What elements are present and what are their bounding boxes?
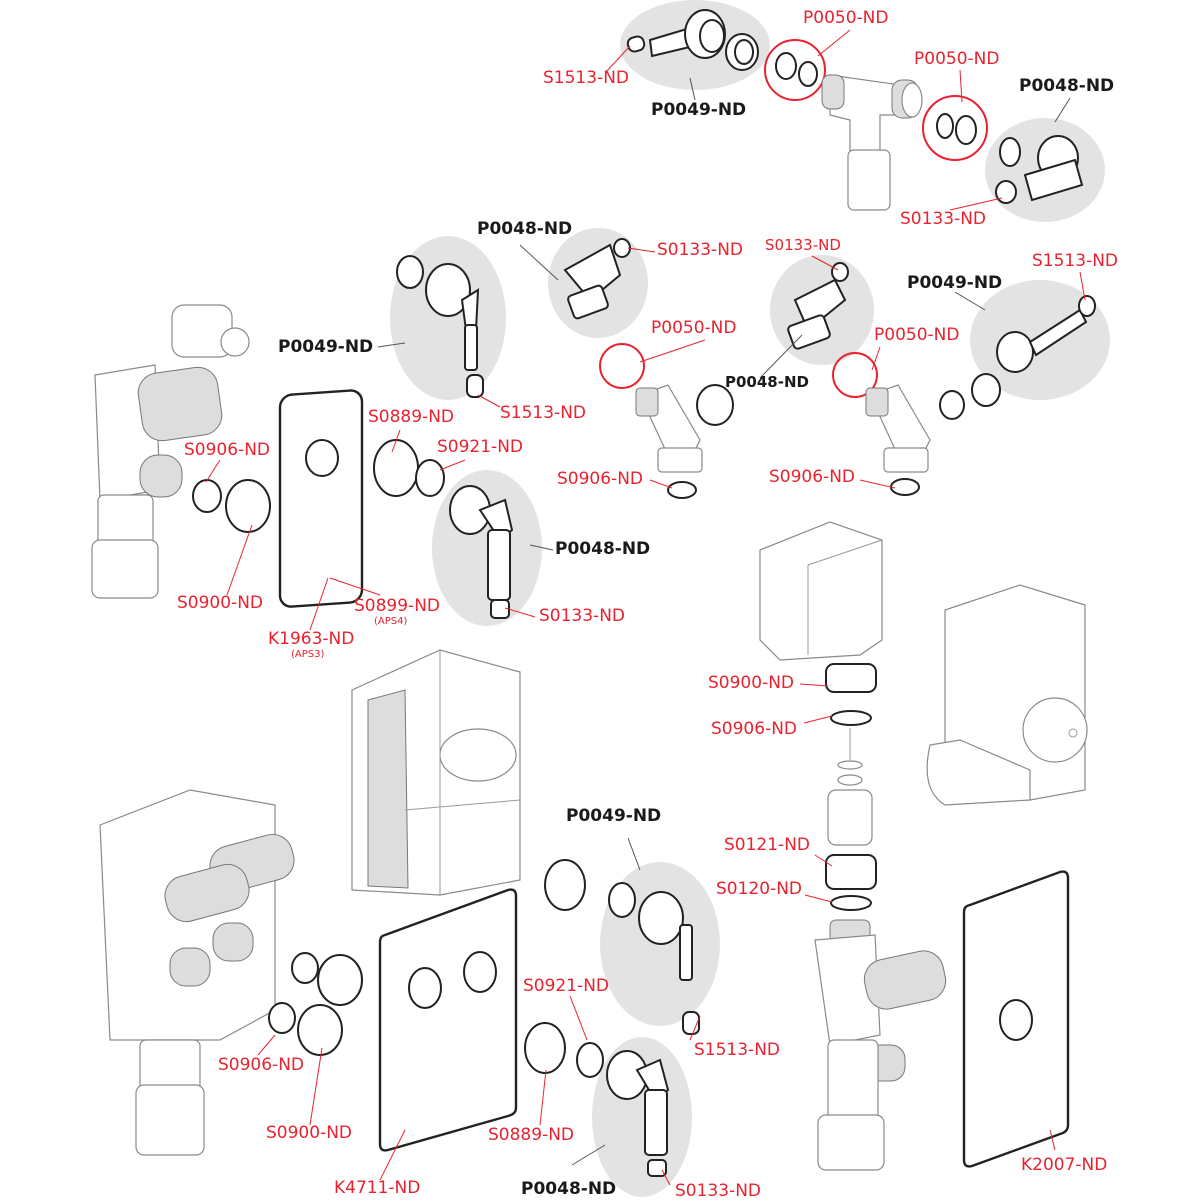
siphon-body-right	[814, 919, 947, 1171]
valve-parts-p0050-top-b	[936, 113, 977, 145]
siphon-body-mid-left	[91, 304, 250, 599]
siphon-box-housing-bottom	[351, 649, 521, 896]
cap-s0900-mid-left	[192, 479, 271, 533]
label-s0121-right: S0121-ND	[724, 835, 810, 855]
valve-insert-right	[827, 728, 873, 846]
label-k2007: K2007-ND	[1021, 1155, 1108, 1175]
label-s0921-mid: S0921-ND	[437, 437, 523, 457]
label-p0049-bottom: P0049-ND	[566, 806, 662, 826]
label-p0049-mid-right: P0049-ND	[907, 273, 1003, 293]
label-p0050-top-a: P0050-ND	[803, 8, 889, 28]
cover-plate-k1963	[278, 389, 364, 608]
label-p0048-mid-b: P0048-ND	[725, 373, 809, 391]
y-siphon-mid-b	[865, 373, 1001, 496]
label-s0133-mid-a: S0133-ND	[657, 240, 743, 260]
label-p0050-top-b: P0050-ND	[914, 49, 1000, 69]
leader-lines	[205, 29, 1086, 1186]
y-siphon-mid-a	[635, 384, 734, 499]
label-s0133-top: S0133-ND	[900, 209, 986, 229]
hose-elbow-p0048-mid-b	[787, 262, 849, 350]
label-k4711: K4711-ND	[334, 1178, 421, 1198]
label-k1963-variant: (APS3)	[291, 649, 325, 660]
hose-elbow-p0048-top	[995, 135, 1084, 204]
label-s0899-variant: (APS4)	[374, 616, 408, 627]
siphon-body-bottom-left	[99, 789, 295, 1156]
label-s1513-top: S1513-ND	[543, 68, 629, 88]
label-s1513-mid-right: S1513-ND	[1032, 251, 1118, 271]
label-p0048-bottom: P0048-ND	[521, 1179, 617, 1199]
label-s0133-bottom: S0133-ND	[675, 1181, 761, 1201]
label-s0906-bottom: S0906-ND	[218, 1055, 304, 1075]
hose-connector-p0049-top	[626, 9, 759, 71]
locknut-s0889-mid	[373, 439, 445, 497]
hose-connector-p0049-mid-left	[396, 255, 484, 398]
label-s0899: S0899-ND	[354, 596, 440, 616]
label-s0906-mid-b: S0906-ND	[769, 467, 855, 487]
label-s0133-mid-c: S0133-ND	[539, 606, 625, 626]
label-s0889-mid: S0889-ND	[368, 407, 454, 427]
label-p0049-mid-left: P0049-ND	[278, 337, 374, 357]
p0050-group-circle-top-a	[764, 39, 826, 101]
cap-s0900-right	[825, 663, 877, 726]
siphon-box-cover-right	[759, 521, 883, 661]
p0050-group-circle-top-b	[922, 95, 988, 161]
label-s0900-right: S0900-ND	[708, 673, 794, 693]
label-s0900-mid: S0900-ND	[177, 593, 263, 613]
label-p0048-top: P0048-ND	[1019, 76, 1115, 96]
p0050-group-circle-mid-b	[832, 352, 878, 398]
label-s0133-mid-b: S0133-ND	[765, 236, 841, 254]
label-s1513-mid-left: S1513-ND	[500, 403, 586, 423]
hose-connector-p0049-mid-right	[996, 295, 1096, 373]
locknuts-s0889-bottom	[524, 859, 604, 1078]
label-s0906-mid-a: S0906-ND	[557, 469, 643, 489]
hose-elbow-p0048-mid	[563, 238, 631, 320]
label-s1513-bottom: S1513-ND	[694, 1040, 780, 1060]
caps-s0900-bottom	[268, 952, 363, 1056]
hose-elbow-p0048-mid-left	[449, 485, 514, 619]
label-p0050-mid-b: P0050-ND	[874, 325, 960, 345]
label-s0921-bottom: S0921-ND	[523, 976, 609, 996]
hose-elbow-p0048-bottom	[606, 1050, 670, 1177]
cover-plate-k4711	[378, 888, 518, 1152]
hose-connector-p0049-bottom	[608, 882, 700, 1035]
label-s0889-bottom: S0889-ND	[488, 1125, 574, 1145]
label-p0048-mid: P0048-ND	[477, 219, 573, 239]
label-s0906-right: S0906-ND	[711, 719, 797, 739]
label-s0906-mid-left: S0906-ND	[184, 440, 270, 460]
tee-siphon-top	[821, 74, 923, 211]
label-p0049-top: P0049-ND	[651, 100, 747, 120]
label-k1963: K1963-ND	[268, 629, 355, 649]
valve-parts-p0050-top-a	[775, 52, 818, 87]
label-s0120-right: S0120-ND	[716, 879, 802, 899]
cover-plate-k2007	[962, 870, 1070, 1168]
label-s0900-bottom: S0900-ND	[266, 1123, 352, 1143]
p0050-group-circle-mid-a	[599, 343, 645, 389]
siphon-box-housing-right	[926, 584, 1088, 806]
label-p0048-mid-c: P0048-ND	[555, 539, 651, 559]
label-p0050-mid-a: P0050-ND	[651, 318, 737, 338]
nut-s0121-right	[825, 854, 877, 911]
